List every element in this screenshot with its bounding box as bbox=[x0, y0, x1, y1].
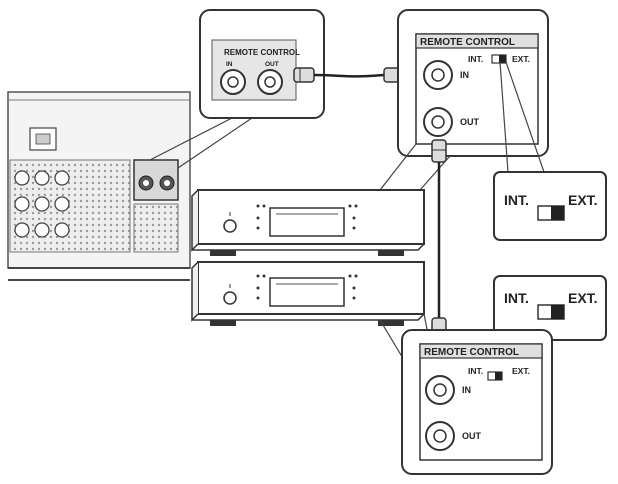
callout-pointer bbox=[505, 61, 545, 173]
panel-bottom-int-label: INT. bbox=[468, 366, 483, 376]
panel-bottom-in-label: IN bbox=[462, 385, 471, 395]
bottom-unit-display bbox=[269, 277, 345, 307]
switch-bottom-ext-label: EXT. bbox=[568, 290, 598, 306]
panel-top-int-label: INT. bbox=[468, 54, 483, 64]
callout-pointer bbox=[177, 117, 253, 169]
bottom-unit-power-knob bbox=[223, 291, 237, 305]
switch-zoom-top: INT. EXT. bbox=[493, 171, 607, 241]
rca-cable-vertical bbox=[431, 139, 447, 341]
panel-top-ext-label: EXT. bbox=[512, 54, 530, 64]
panel-bottom-title: REMOTE CONTROL bbox=[424, 347, 519, 358]
callout-pointer bbox=[379, 143, 417, 191]
callout-remote-title: REMOTE CONTROL bbox=[224, 48, 300, 57]
panel-top-out-label: OUT bbox=[460, 117, 480, 127]
panel-top-in-label: IN bbox=[460, 70, 469, 80]
switch-top-ext-label: EXT. bbox=[568, 192, 598, 208]
panel-bottom-ext-label: EXT. bbox=[512, 366, 530, 376]
callout-pointer bbox=[379, 319, 405, 361]
receiver-rear-panel bbox=[7, 91, 191, 281]
device-unit-bottom bbox=[191, 261, 425, 326]
switch-top-int-label: INT. bbox=[504, 192, 529, 208]
device-unit-top bbox=[191, 189, 425, 256]
switch-zoom-bottom: INT. EXT. bbox=[493, 275, 607, 341]
panel-top-title: REMOTE CONTROL bbox=[420, 37, 515, 48]
callout-pointer bbox=[499, 61, 509, 173]
top-unit-display bbox=[269, 207, 345, 237]
callout-pointer bbox=[149, 117, 233, 161]
remote-panel-bottom: REMOTE CONTROL INT. EXT. IN OUT bbox=[401, 329, 553, 475]
callout-out-label: OUT bbox=[265, 61, 279, 68]
remote-panel-top: REMOTE CONTROL INT. EXT. IN OUT bbox=[397, 9, 549, 157]
receiver-remote-callout: REMOTE CONTROL IN OUT bbox=[199, 9, 325, 119]
terminal-block bbox=[9, 159, 131, 253]
switch-top-knob bbox=[551, 206, 564, 220]
switch-bottom-knob bbox=[551, 305, 564, 319]
rca-cable-top bbox=[293, 67, 407, 83]
panel-bottom-out-label: OUT bbox=[462, 431, 482, 441]
callout-in-label: IN bbox=[226, 61, 233, 68]
switch-bottom-int-label: INT. bbox=[504, 290, 529, 306]
top-unit-power-knob bbox=[223, 219, 237, 233]
